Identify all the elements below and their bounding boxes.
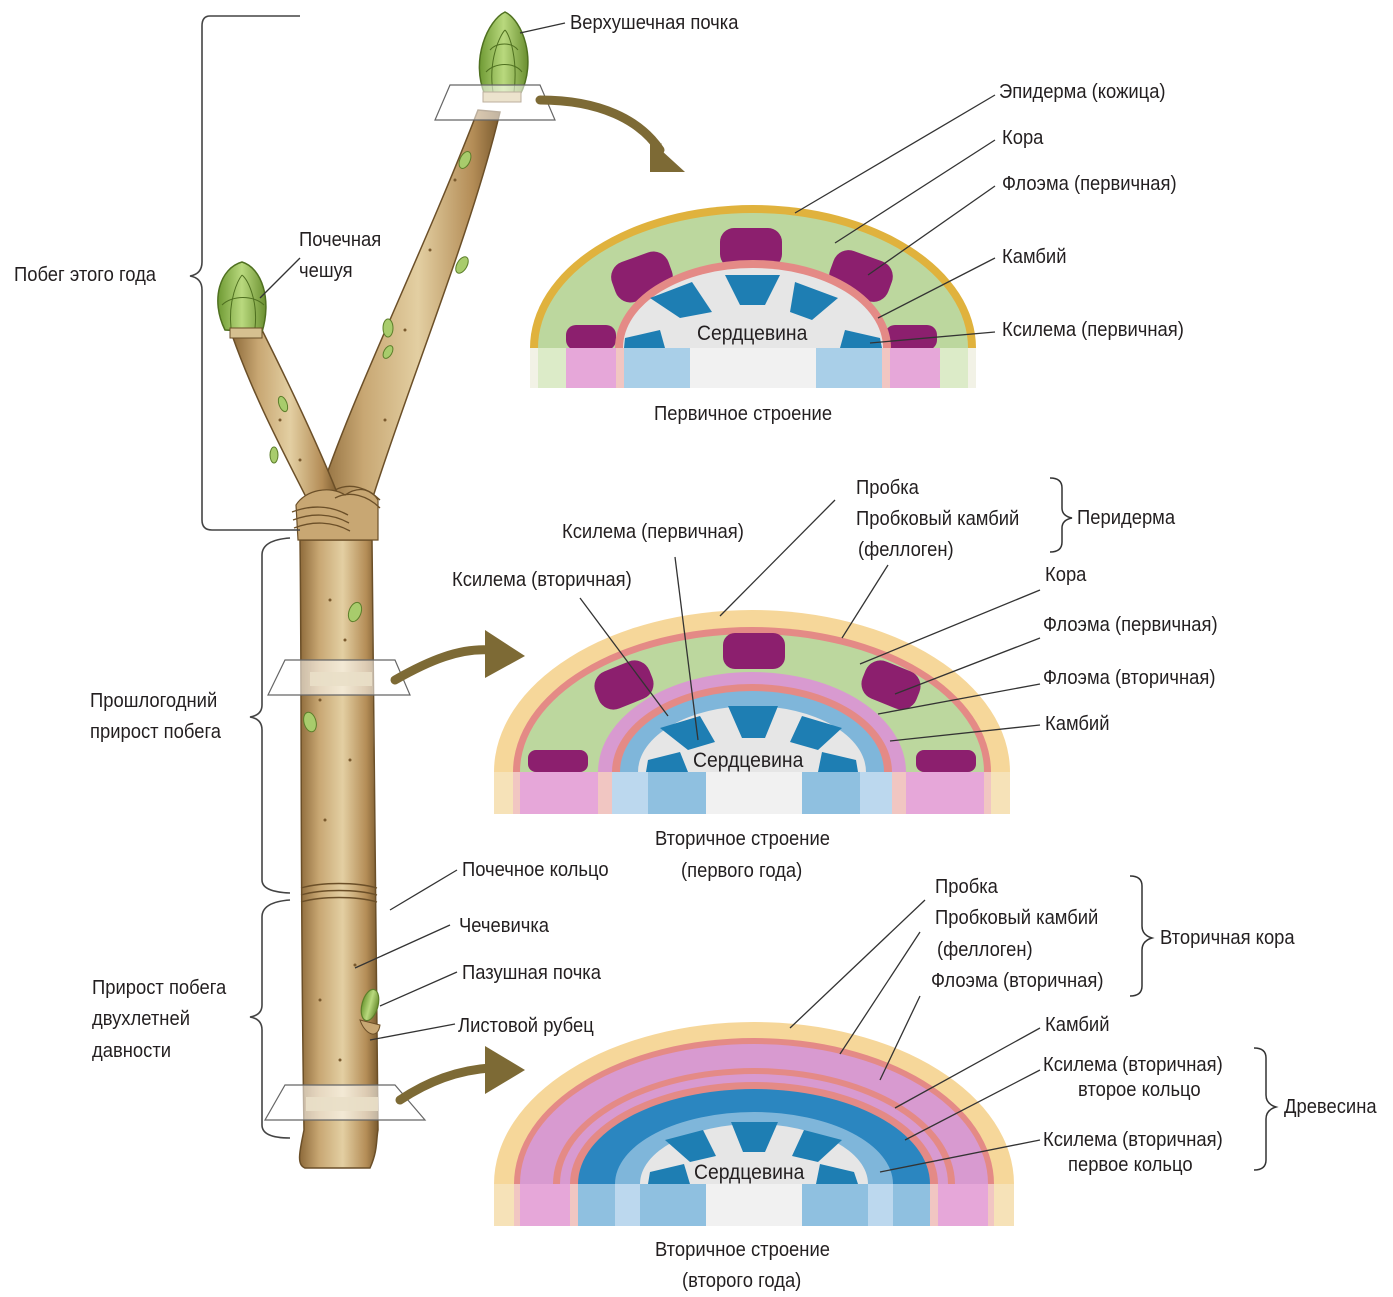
s1-phloem-primary-label: Флоэма (первичная) — [1043, 614, 1218, 636]
s2-cork-cambium-label-1: Пробковый камбий — [935, 907, 1098, 929]
secondary-bark-label: Вторичная кора — [1160, 927, 1295, 949]
lenticel-label: Чечевичка — [459, 915, 549, 937]
left-branch — [232, 330, 338, 505]
periderm-label: Перидерма — [1077, 507, 1175, 529]
cortex-label: Кора — [1002, 127, 1043, 149]
s1-cork-label: Пробка — [856, 477, 919, 499]
s1-phloem-secondary-label: Флоэма (вторичная) — [1043, 667, 1215, 689]
xylem-label: Ксилема (первичная) — [1002, 319, 1184, 341]
s1-cortex-label: Кора — [1045, 564, 1086, 586]
secondary-bark-bracket — [1130, 876, 1152, 996]
bracket-last-year — [250, 538, 290, 893]
primary-caption: Первичное строение — [654, 403, 832, 425]
s1-caption-2: (первого года) — [681, 860, 802, 882]
s2-cambium-label: Камбий — [1045, 1014, 1110, 1036]
s2-cork-label: Пробка — [935, 876, 998, 898]
s1-cork-cambium-label-2: (феллоген) — [858, 539, 954, 561]
bud-scale-label-2: чешуя — [299, 260, 353, 282]
trunk — [300, 540, 378, 1168]
wood-label: Древесина — [1284, 1096, 1377, 1118]
bud-ring-label: Почечное кольцо — [462, 859, 609, 881]
s2-xylem-first-ring-label-1: Ксилема (вторичная) — [1043, 1129, 1223, 1151]
periderm-bracket — [1050, 478, 1072, 552]
s2-caption-2: (второго года) — [682, 1270, 801, 1292]
leaf-scar-label: Листовой рубец — [458, 1015, 594, 1037]
two-year-growth-label-3: давности — [92, 1040, 171, 1062]
terminal-bud-label: Верхушечная почка — [570, 12, 738, 34]
s2-caption-1: Вторичное строение — [655, 1239, 830, 1261]
current-year-shoot-label: Побег этого года — [14, 264, 156, 286]
arrow-secondary2 — [400, 1068, 490, 1100]
s1-xylem-primary-label: Ксилема (первичная) — [562, 521, 744, 543]
s1-cork-cambium-label-1: Пробковый камбий — [856, 508, 1019, 530]
secondary2-cut-face — [494, 1184, 1014, 1226]
primary-pith-label: Сердцевина — [697, 323, 807, 345]
secondary1-cut-face — [494, 772, 1010, 814]
s2-cork-cambium-label-2: (феллоген) — [937, 939, 1033, 961]
right-branch — [318, 110, 500, 500]
phloem-label: Флоэма (первичная) — [1002, 173, 1177, 195]
s1-xylem-secondary-label: Ксилема (вторичная) — [452, 569, 632, 591]
last-year-growth-label-1: Прошлогодний — [90, 690, 217, 712]
s2-xylem-first-ring-label-2: первое кольцо — [1068, 1154, 1193, 1176]
s2-xylem-second-ring-label-2: второе кольцо — [1078, 1079, 1201, 1101]
arrow-secondary1 — [395, 650, 490, 680]
last-year-growth-label-2: прирост побега — [90, 721, 221, 743]
left-brackets — [190, 16, 300, 1138]
cambium-label: Камбий — [1002, 246, 1067, 268]
arrow-primary — [540, 100, 660, 150]
s2-phloem-secondary-label: Флоэма (вторичная) — [931, 970, 1103, 992]
wood-bracket — [1254, 1048, 1276, 1170]
primary-cut-face — [530, 348, 976, 388]
two-year-growth-label-2: двухлетней — [92, 1008, 190, 1030]
s1-pith-label: Сердцевина — [693, 750, 803, 772]
left-terminal-bud — [218, 262, 266, 338]
bud-scale-label-1: Почечная — [299, 229, 381, 251]
s2-xylem-second-ring-label-1: Ксилема (вторичная) — [1043, 1054, 1223, 1076]
s1-caption-1: Вторичное строение — [655, 828, 830, 850]
two-year-growth-label-1: Прирост побега — [92, 977, 226, 999]
s1-cambium-label: Камбий — [1045, 713, 1110, 735]
epidermis-label: Эпидерма (кожица) — [999, 81, 1166, 103]
axillary-bud-label: Пазушная почка — [462, 962, 601, 984]
s2-pith-label: Сердцевина — [694, 1162, 804, 1184]
